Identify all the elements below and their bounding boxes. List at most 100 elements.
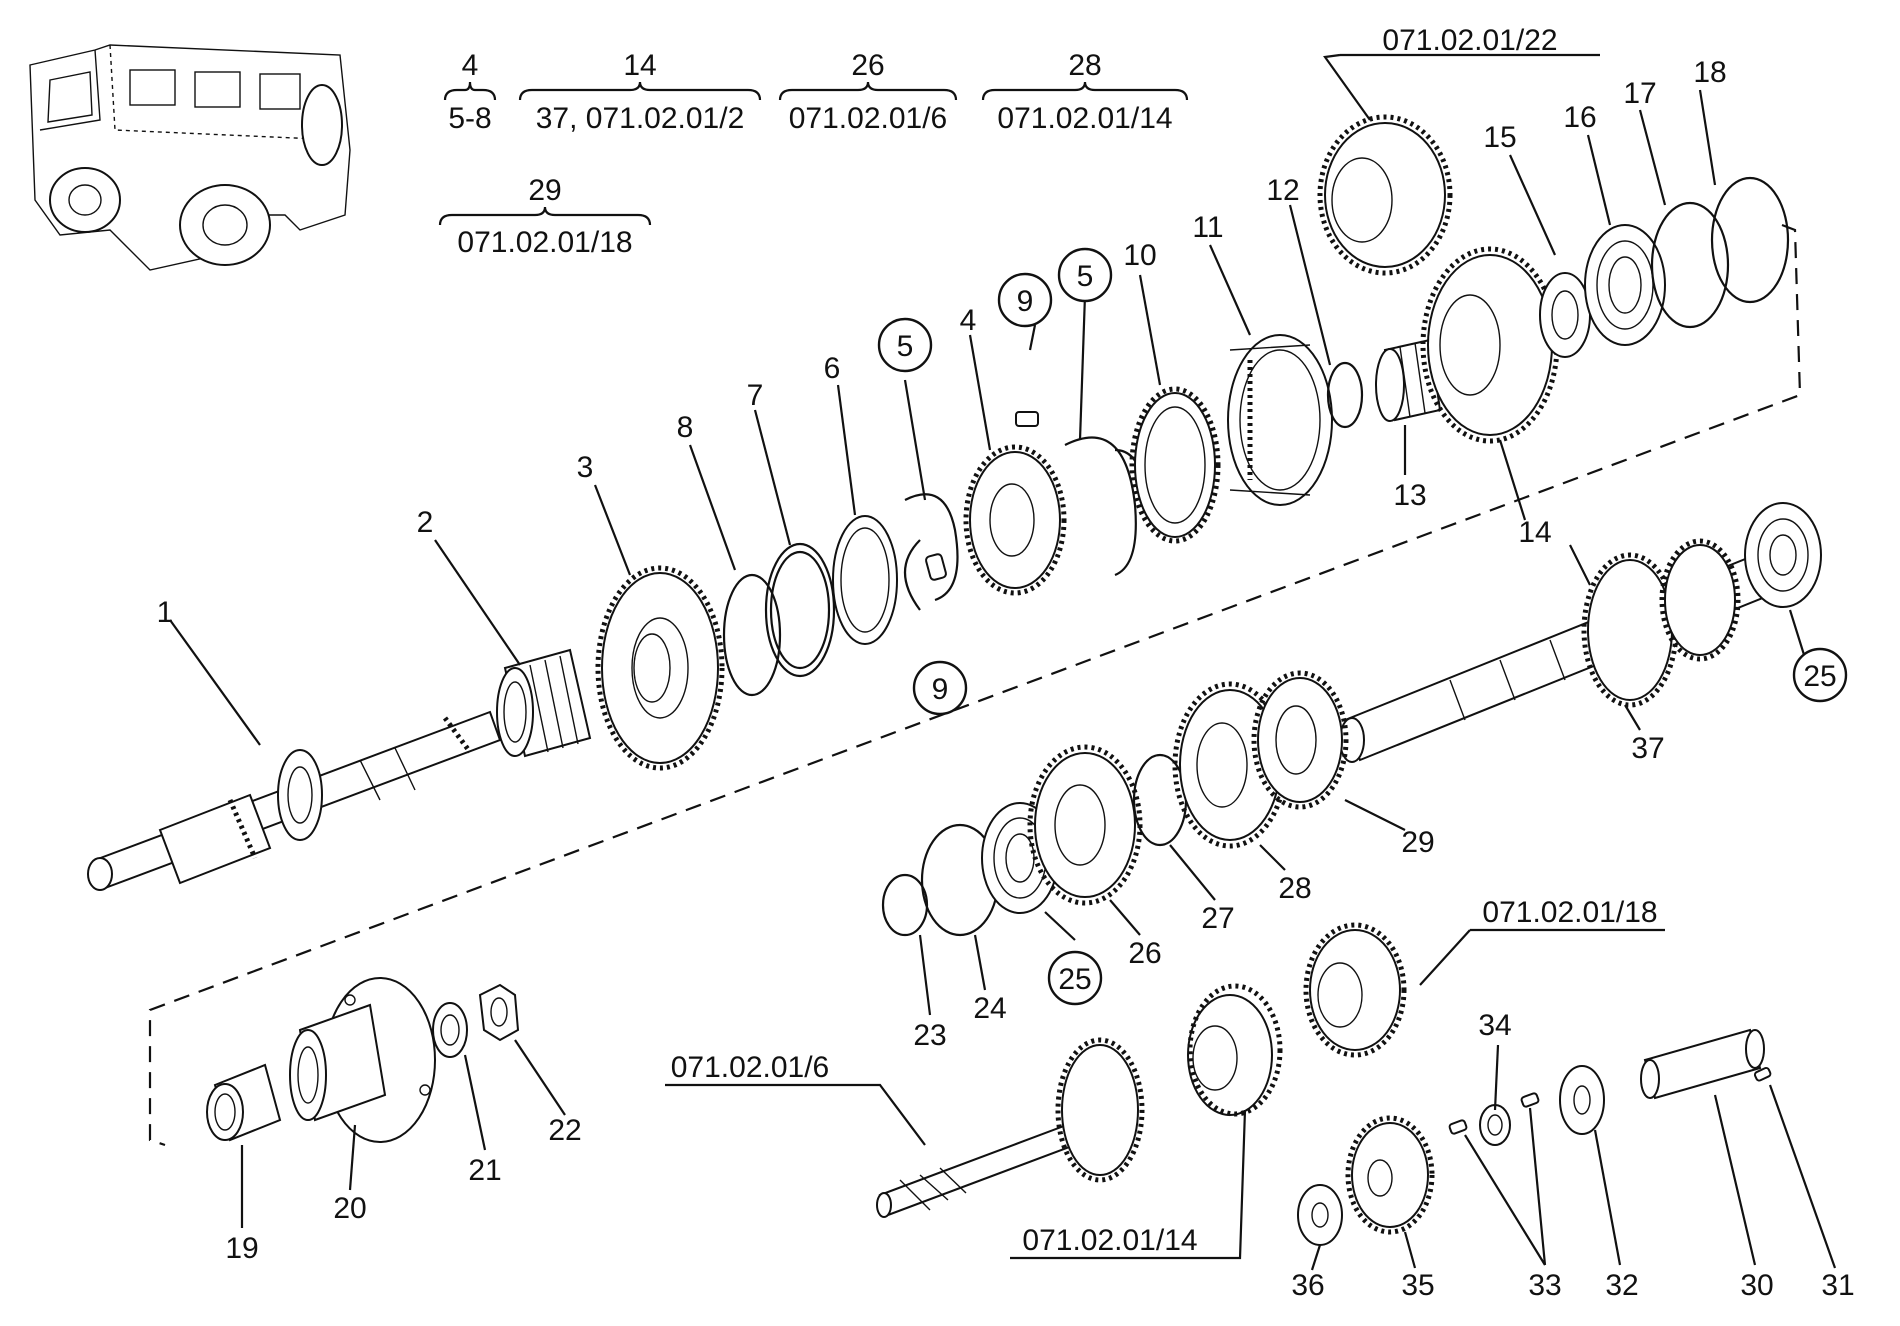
countershaft [1339,538,1797,763]
ball-bearing-16 [1584,224,1666,346]
detent-plate-9-upper [1015,411,1039,427]
callout-11: 11 [1192,211,1223,244]
header-group-26-bottom: 071.02.01/6 [789,102,947,135]
callout-13: 13 [1393,479,1426,512]
leader-lines [169,53,1837,1271]
ref-071-02-01-14: 071.02.01/14 [1022,1224,1197,1257]
callout-36: 36 [1291,1269,1324,1302]
synchro-hub-4 [963,444,1067,596]
callout-17: 17 [1623,77,1656,110]
callout-8: 8 [677,411,694,444]
header-group-28-top: 28 [1068,49,1101,82]
bush-19 [206,1063,282,1142]
header-group-4-bottom: 5-8 [448,102,491,135]
ref-071-02-01-18: 071.02.01/18 [1482,896,1657,929]
washer-15 [1539,272,1591,358]
callout-33: 33 [1528,1269,1561,1302]
callout-15: 15 [1483,121,1516,154]
header-group-4-top: 4 [462,49,479,82]
gear-14-upper [1420,246,1560,444]
thrust-washer-32 [1559,1065,1605,1135]
callout-25-lower: 25 [1058,963,1091,996]
callout-26: 26 [1128,937,1161,970]
pins-33 [1448,1092,1540,1135]
ring-7-inner [769,550,831,670]
header-group-14-top: 14 [623,49,656,82]
callout-3: 3 [577,451,594,484]
callout-27: 27 [1201,902,1234,935]
callout-18: 18 [1693,56,1726,89]
circlip-27 [1132,753,1188,847]
callout-6: 6 [824,352,841,385]
ref-071-02-01-6: 071.02.01/6 [671,1051,829,1084]
header-group-29: 29 071.02.01/18 [438,174,652,259]
gear-35 [1345,1115,1435,1235]
header-group-28: 28 071.02.01/14 [981,49,1189,135]
nut-22 [478,983,520,1042]
synchro-ring-6 [832,515,898,645]
callout-14-upper: 14 [1518,516,1551,549]
callout-25-right: 25 [1803,660,1836,693]
header-group-14: 14 37, 071.02.01/2 [518,49,762,135]
callout-24: 24 [973,992,1006,1025]
callout-32: 32 [1605,1269,1638,1302]
reference-labels: 071.02.01/22 071.02.01/18 071.02.01/6 07… [671,24,1658,1257]
gear-3 [595,565,725,771]
gear-071-02-01-22 [1317,114,1453,276]
detent-pin-9-lower [925,553,947,581]
header-group-14-bottom: 37, 071.02.01/2 [536,102,745,135]
washer-36 [1297,1184,1343,1246]
circlip-23 [881,873,929,937]
gear-26 [1027,744,1143,906]
header-group-28-bottom: 071.02.01/14 [997,102,1172,135]
callout-28: 28 [1278,872,1311,905]
synchro-ring-10 [1129,386,1221,544]
circled-callouts [877,247,1848,1006]
spring-5-left [903,493,959,611]
callout-5-left: 5 [897,330,914,363]
callout-35: 35 [1401,1269,1434,1302]
ref-071-02-01-22: 071.02.01/22 [1382,24,1557,57]
reverse-shaft-30 [1640,1028,1765,1100]
callout-30: 30 [1740,1269,1773,1302]
callout-34: 34 [1478,1009,1511,1042]
callout-9-upper: 9 [1017,285,1034,318]
callout-10: 10 [1123,239,1156,272]
header-group-26: 26 071.02.01/6 [778,49,958,135]
needle-bearing-2 [496,648,592,758]
callout-16: 16 [1563,101,1596,134]
snap-ring-8 [722,573,782,697]
gear-29 [1251,670,1349,810]
washer-34 [1479,1104,1511,1146]
ring-7 [764,542,836,678]
flange-20 [289,977,436,1143]
gear-071-02-01-14 [1187,983,1283,1117]
circlip-18 [1710,176,1790,304]
header-group-29-bottom: 071.02.01/18 [457,226,632,259]
callout-20: 20 [333,1192,366,1225]
callout-2: 2 [417,506,434,539]
header-groups: 4 5-8 14 37, 071.02.01/2 26 071.02.01/6 … [438,49,1189,259]
needle-bearing-13 [1375,338,1442,422]
header-group-29-top: 29 [528,174,561,207]
callout-5-right: 5 [1077,260,1094,293]
circlip-12 [1326,361,1364,429]
callout-12: 12 [1266,174,1299,207]
callout-21: 21 [468,1154,501,1187]
callout-7: 7 [747,379,764,412]
ring-17 [1650,201,1730,329]
callout-29: 29 [1401,826,1434,859]
callout-4: 4 [960,304,977,337]
callout-1: 1 [157,596,174,629]
callout-23: 23 [913,1019,946,1052]
callout-9-lower: 9 [932,673,949,706]
sliding-sleeve-11 [1227,334,1333,506]
callout-22: 22 [548,1114,581,1147]
vehicle-thumbnail [29,44,351,271]
assembly-boundary-dashed [148,223,1802,1147]
callout-31: 31 [1821,1269,1854,1302]
ball-bearing-25-right [1744,502,1822,608]
main-shaft [87,710,502,891]
pin-31 [1753,1066,1772,1082]
